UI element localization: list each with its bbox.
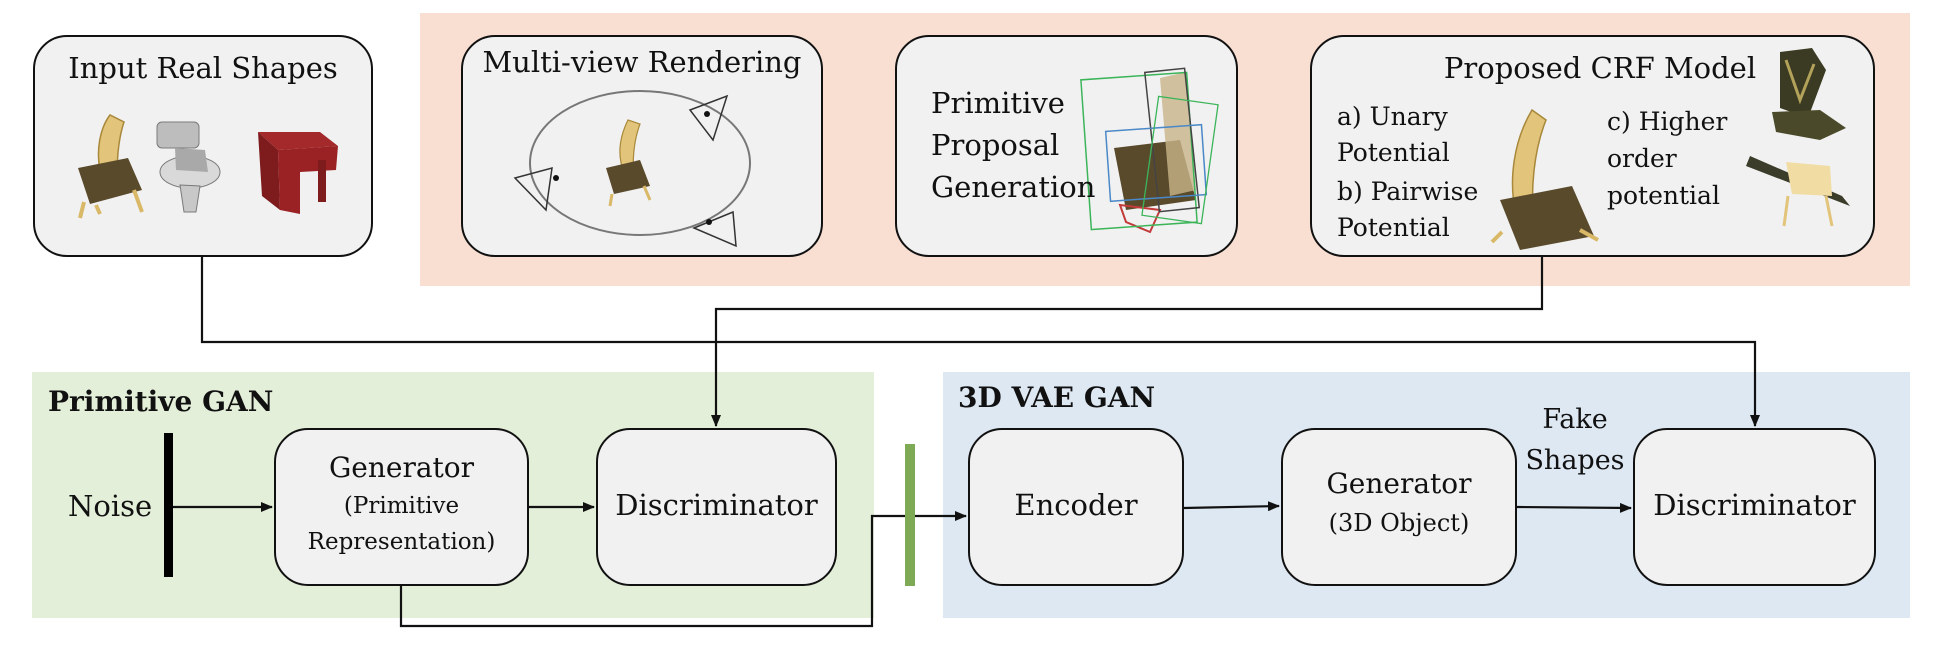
crf-title: Proposed CRF Model: [1443, 51, 1757, 85]
encoder-box: [968, 428, 1184, 586]
multiview-rendering-box: [461, 35, 823, 257]
camera-orbit: [529, 90, 751, 236]
vae-generator-box: [1281, 428, 1517, 586]
crf-pairwise-line1: b) Pairwise: [1337, 177, 1479, 206]
primitive-to-encoder-arrow: [399, 511, 967, 628]
crf-higher-line3: potential: [1607, 181, 1720, 210]
fake-shapes-line2: Shapes: [1525, 445, 1625, 476]
fake-shapes-line1: Fake: [1542, 404, 1608, 435]
red-table-icon: [258, 132, 338, 214]
fake-shapes-arrow: [1516, 502, 1632, 513]
crf-higher-line2: order: [1607, 144, 1677, 173]
encoder-to-generator-arrow: [1183, 501, 1280, 512]
stick-icon: [1746, 156, 1850, 227]
crf-unary-line1: a) Unary: [1337, 102, 1448, 131]
primitive-discriminator-box: [596, 428, 837, 586]
crf-pairwise-line2: Potential: [1337, 213, 1450, 242]
primitive-generator-title: Generator: [328, 451, 475, 484]
vae-discriminator-label: Discriminator: [1653, 488, 1856, 522]
crf-unary-line2: Potential: [1337, 138, 1450, 167]
camera-icon: [513, 94, 737, 248]
latent-green-bar: [905, 444, 915, 586]
input-shapes-title: Input Real Shapes: [68, 51, 338, 85]
proposal-title-line2: Proposal: [931, 128, 1060, 162]
primitive-generator-sub1: (Primitive: [343, 493, 460, 519]
primitive-generator-box: [274, 428, 529, 586]
vae-generator-title: Generator: [1326, 467, 1472, 500]
crf-higher-line1: c) Higher: [1607, 107, 1728, 136]
vae-discriminator-box: [1633, 428, 1876, 586]
car-seat-icon: [1772, 48, 1846, 140]
toilet-icon: [156, 121, 221, 213]
multiview-title: Multi-view Rendering: [482, 45, 802, 79]
proposal-title-line1: Primitive: [931, 86, 1065, 120]
vae-gan-title: 3D VAE GAN: [958, 381, 1156, 414]
real-shapes-arrow: [200, 257, 1760, 427]
proposal-title-line3: Generation: [931, 170, 1096, 204]
encoder-label: Encoder: [1014, 488, 1138, 522]
primitive-generator-sub2: Representation): [307, 529, 496, 555]
chair-icon: [1490, 108, 1599, 250]
chair-with-bounding-boxes-icon: [1080, 67, 1219, 234]
primitive-gan-title: Primitive GAN: [48, 385, 274, 418]
chair-icon: [78, 114, 144, 219]
primitive-discriminator-label: Discriminator: [615, 488, 818, 522]
crf-to-discriminator-arrow: [711, 257, 1544, 427]
vae-generator-sub: (3D Object): [1328, 509, 1470, 537]
noise-bar: [164, 433, 173, 577]
chair-icon: [606, 119, 652, 207]
noise-label: Noise: [68, 489, 153, 523]
